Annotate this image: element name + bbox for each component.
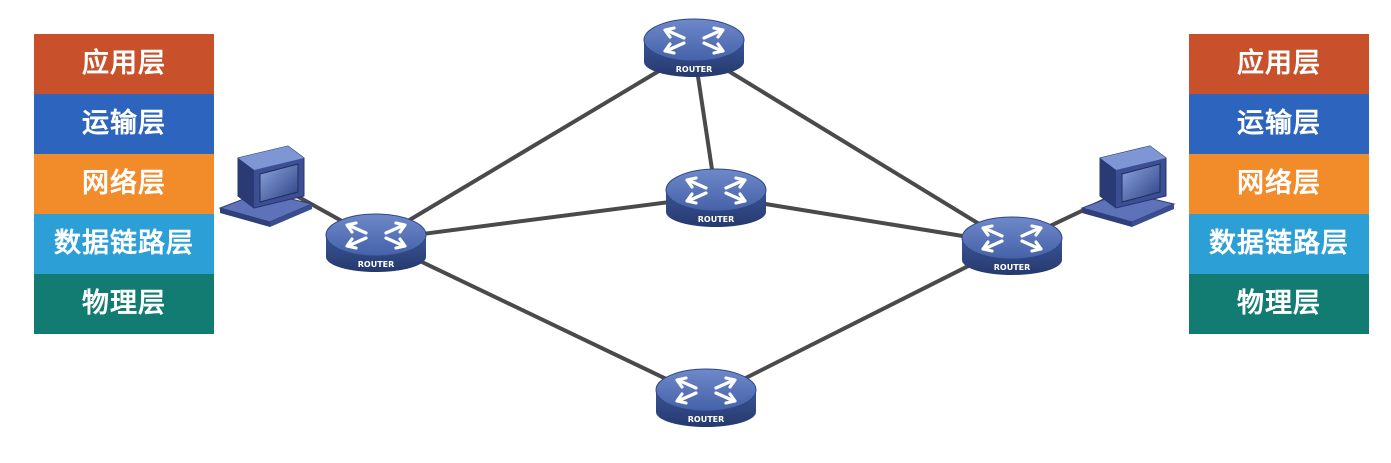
right-layer-network: 网络层 bbox=[1189, 154, 1369, 214]
router-left-icon: ROUTER bbox=[324, 212, 428, 274]
link-router-top-router-right bbox=[692, 48, 1014, 246]
left-layer-transport: 运输层 bbox=[34, 94, 214, 154]
computer-left-icon bbox=[219, 145, 313, 228]
left-layer-application: 应用层 bbox=[34, 34, 214, 94]
router-right-icon: ROUTER bbox=[960, 215, 1064, 277]
link-router-left-router-middle bbox=[374, 194, 718, 242]
link-router-left-router-bottom bbox=[374, 238, 708, 400]
computer-right-icon bbox=[1081, 145, 1175, 228]
router-left-label: ROUTER bbox=[358, 260, 395, 269]
router-bottom-label: ROUTER bbox=[688, 415, 725, 424]
router-right-label: ROUTER bbox=[994, 263, 1031, 272]
right-layer-application: 应用层 bbox=[1189, 34, 1369, 94]
router-top-icon: ROUTER bbox=[642, 17, 746, 79]
link-router-bottom-router-right bbox=[704, 242, 1014, 400]
left-layer-data-link: 数据链路层 bbox=[34, 214, 214, 274]
right-layer-physical: 物理层 bbox=[1189, 274, 1369, 334]
left-layer-physical: 物理层 bbox=[34, 274, 214, 334]
link-router-left-router-top bbox=[374, 48, 696, 242]
router-middle-icon: ROUTER bbox=[664, 167, 768, 229]
router-bottom-icon: ROUTER bbox=[654, 367, 758, 429]
right-layer-data-link: 数据链路层 bbox=[1189, 214, 1369, 274]
left-layer-network: 网络层 bbox=[34, 154, 214, 214]
router-top-label: ROUTER bbox=[676, 65, 713, 74]
router-middle-label: ROUTER bbox=[698, 215, 735, 224]
left-protocol-stack: 应用层 运输层 网络层 数据链路层 物理层 bbox=[34, 34, 214, 334]
right-layer-transport: 运输层 bbox=[1189, 94, 1369, 154]
right-protocol-stack: 应用层 运输层 网络层 数据链路层 物理层 bbox=[1189, 34, 1369, 334]
